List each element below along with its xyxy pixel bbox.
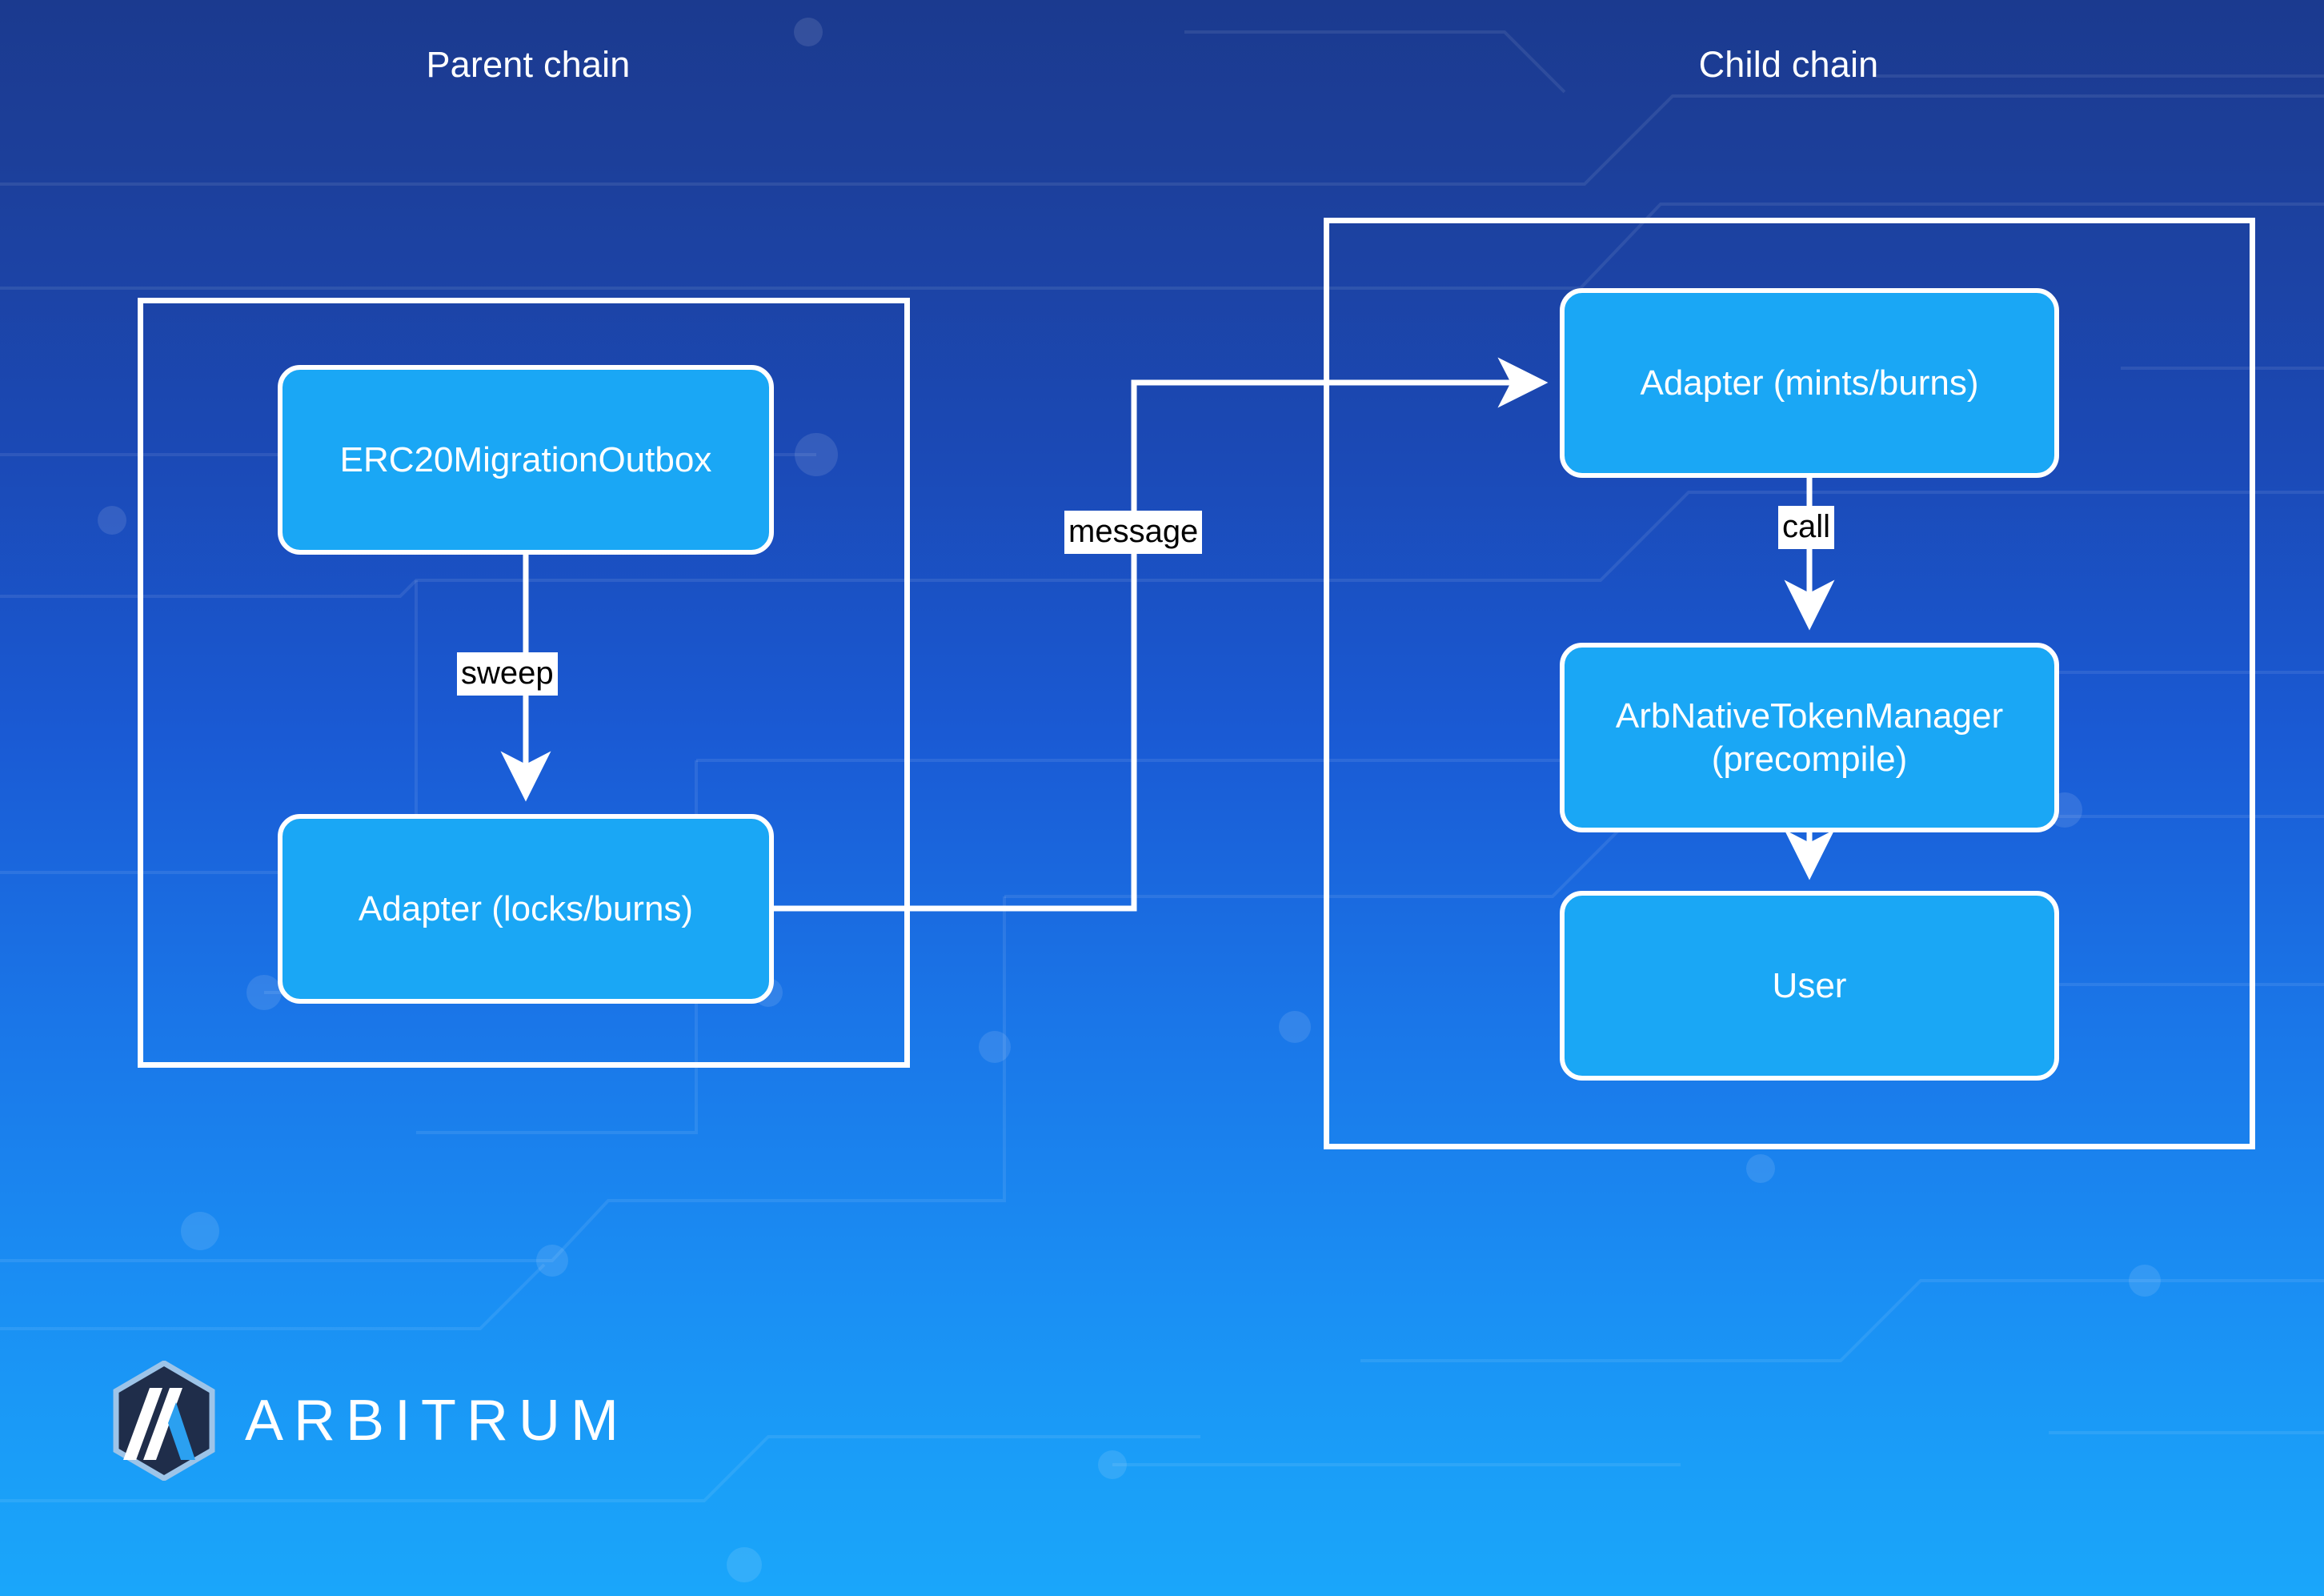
node-arb-native-token-manager[interactable]: ArbNativeTokenManager (precompile) <box>1560 643 2059 832</box>
node-user[interactable]: User <box>1560 891 2059 1081</box>
node-adapter-locks-burns[interactable]: Adapter (locks/burns) <box>278 814 774 1004</box>
arbitrum-hexagon-icon <box>113 1361 215 1481</box>
node-adapter-mints-burns[interactable]: Adapter (mints/burns) <box>1560 288 2059 478</box>
edge-label-message: message <box>1064 511 1203 554</box>
arbitrum-logo: ARBITRUM <box>112 1361 629 1481</box>
arbitrum-wordmark: ARBITRUM <box>245 1389 629 1453</box>
edge-label-sweep: sweep <box>457 652 558 696</box>
child-chain-title: Child chain <box>1698 44 1879 85</box>
node-erc20-migration-outbox[interactable]: ERC20MigrationOutbox <box>278 365 774 555</box>
parent-chain-title: Parent chain <box>426 44 631 85</box>
edge-label-call: call <box>1778 506 1835 549</box>
